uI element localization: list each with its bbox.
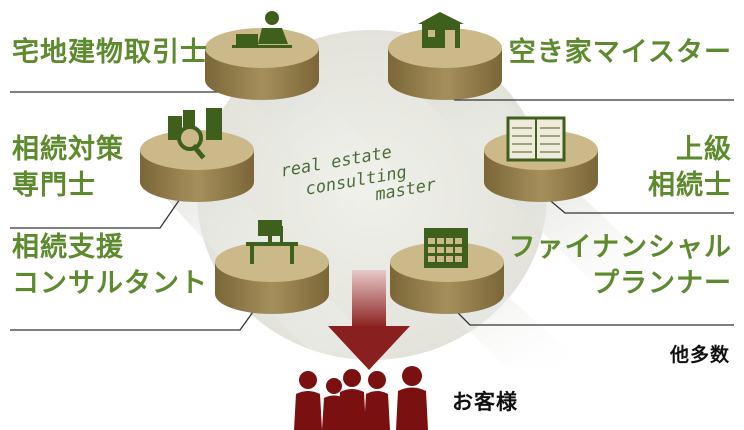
role-text: プランナー [592, 268, 732, 299]
house-icon [418, 12, 464, 48]
customers-silhouettes [294, 366, 428, 430]
role-text: 相続支援 [12, 232, 124, 263]
role-label-top-left: 宅地建物取引士 [12, 35, 208, 71]
role-text: 相続士 [648, 170, 732, 201]
down-arrow [328, 270, 410, 370]
role-text: ファイナンシャル [508, 232, 732, 263]
desk-icon [246, 220, 298, 264]
role-label-top-right: 空き家マイスター [509, 35, 732, 71]
role-label-mid-left: 相続対策 専門士 [12, 132, 124, 204]
role-text: 空き家マイスター [508, 37, 732, 68]
customers-label: お客様 [452, 389, 518, 414]
businessman-icon [232, 11, 292, 48]
role-label-mid-right: 上級 相続士 [648, 132, 732, 204]
disc-bottom-left [215, 242, 329, 314]
buildings-search-icon [168, 108, 222, 160]
role-text: 相続対策 [12, 134, 124, 165]
role-label-bottom-left: 相続支援 コンサルタント [12, 230, 208, 302]
role-label-bottom-right: ファイナンシャル プランナー [509, 230, 732, 302]
role-text: 専門士 [12, 170, 96, 201]
role-text: 宅地建物取引士 [12, 37, 208, 68]
role-text: コンサルタント [12, 268, 208, 299]
role-text: 上級 [676, 134, 732, 165]
others-label: 他多数 [669, 344, 730, 366]
planner-icon [506, 116, 566, 162]
calendar-icon [424, 228, 468, 268]
